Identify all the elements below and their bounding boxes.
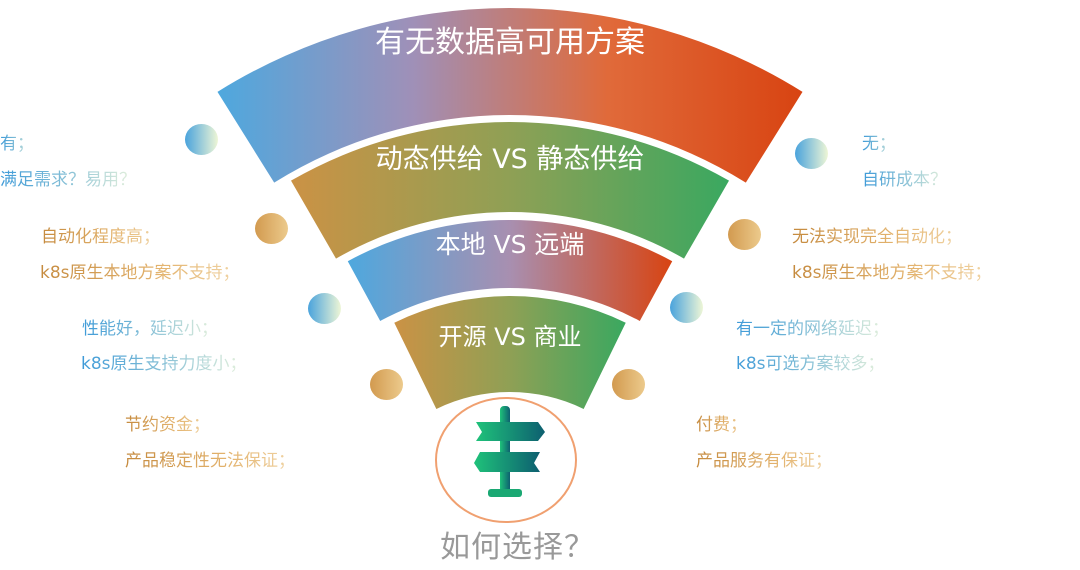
right-1-line2: 自研成本？: [862, 170, 947, 190]
left-dot-4: [370, 369, 403, 400]
left-4-line2: 产品稳定性无法保证；: [125, 451, 295, 471]
signpost-icon: [474, 406, 545, 497]
right-dot-3: [670, 292, 703, 323]
funnel-level-label: 有无数据高可用方案: [375, 25, 645, 60]
left-1-line1: 有；: [0, 134, 34, 154]
right-3-line1: 有一定的网络延迟；: [736, 319, 889, 339]
funnel-level-3: [347, 219, 673, 321]
left-1-line2: 满足需求？易用？: [0, 170, 136, 190]
left-2-line2: k8s原生本地方案不支持；: [40, 263, 240, 283]
left-dot-1: [185, 124, 218, 155]
center-title: 如何选择？: [440, 530, 595, 565]
left-dot-3: [308, 293, 341, 324]
funnel-level-1: [217, 8, 803, 183]
left-3-line1: 性能好，延迟小；: [82, 319, 218, 339]
funnel-level-4: [394, 296, 626, 410]
right-3-line2: k8s可选方案较多；: [736, 354, 885, 374]
left-2-line1: 自动化程度高；: [41, 227, 160, 247]
funnel-level-label: 本地 VS 远端: [436, 230, 585, 259]
right-1-line1: 无；: [862, 134, 896, 154]
right-dot-2: [728, 219, 761, 250]
left-4-line1: 节约资金；: [125, 415, 210, 435]
funnel-level-2: [291, 121, 729, 259]
right-4-line2: 产品服务有保证；: [696, 451, 832, 471]
right-dot-1: [795, 138, 828, 169]
right-2-line2: k8s原生本地方案不支持；: [792, 263, 992, 283]
left-3-line2: k8s原生支持力度小；: [81, 354, 247, 374]
right-4-line1: 付费；: [696, 415, 747, 435]
funnel-level-label: 开源 VS 商业: [439, 323, 582, 351]
right-dot-4: [612, 369, 645, 400]
funnel-level-label: 动态供给 VS 静态供给: [376, 144, 645, 175]
left-dot-2: [255, 213, 288, 244]
right-2-line1: 无法实现完全自动化；: [792, 227, 962, 247]
